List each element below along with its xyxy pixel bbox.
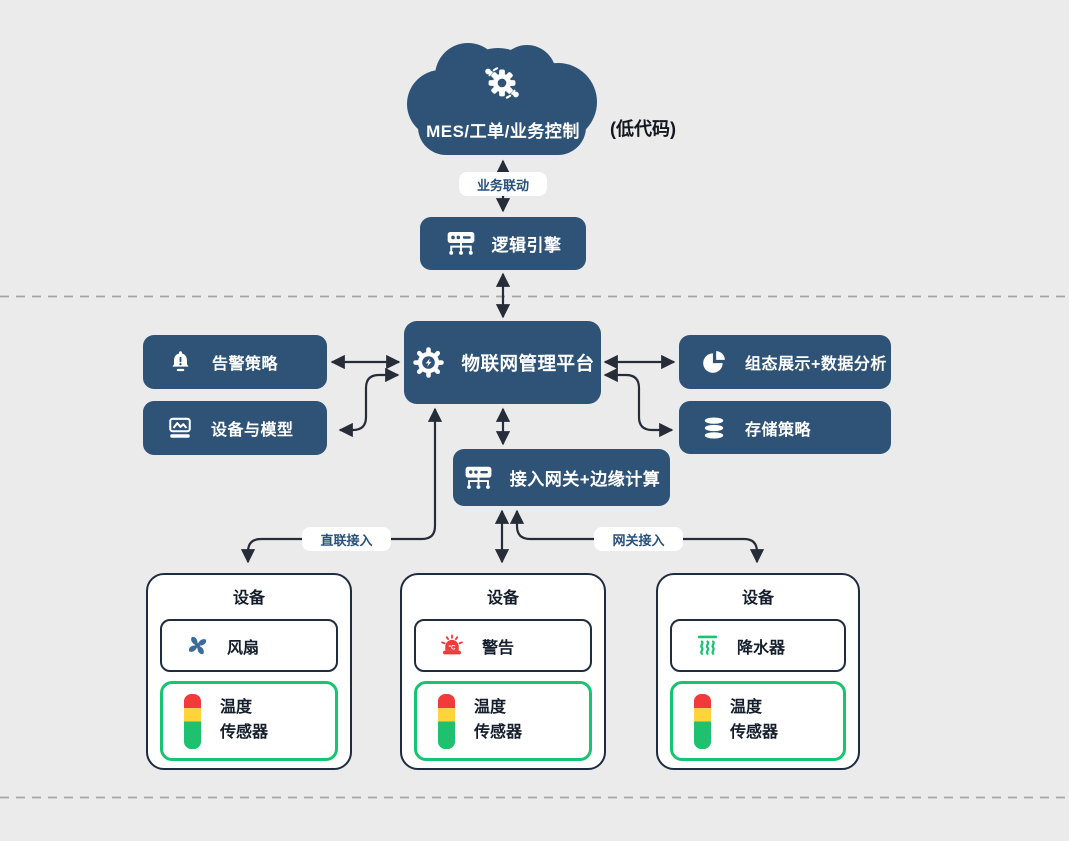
gateway-access-pill: 网关接入 — [594, 527, 683, 551]
edge-platform-storage — [603, 367, 674, 438]
alarm-policy-label: 告警策略 — [212, 356, 279, 373]
device-title: 设备 — [232, 590, 265, 607]
sensor-label: 温度 传感器 — [220, 699, 269, 741]
platform-label: 物联网管理平台 — [461, 352, 595, 374]
visualization-node: 组态展示+数据分析 — [679, 335, 891, 389]
server-flow-icon — [445, 230, 477, 257]
device-title: 设备 — [741, 590, 774, 607]
fan-icon — [184, 632, 211, 659]
sprinkler-icon — [694, 632, 721, 659]
gateway-node: 接入网关+边缘计算 — [453, 449, 670, 506]
actuator-label: 警告 — [482, 639, 515, 657]
actuator-label: 风扇 — [227, 639, 260, 657]
device-model-node: 设备与模型 — [143, 401, 327, 455]
storage-policy-label: 存储策略 — [745, 421, 812, 439]
sensor-item: 温度 传感器 — [414, 681, 592, 761]
alarm-policy-node: 告警策略 — [143, 335, 327, 389]
visualization-label: 组态展示+数据分析 — [745, 356, 887, 373]
alarm-light-icon: °C — [438, 632, 466, 659]
actuator-item-sprinkler: 降水器 — [670, 619, 846, 672]
actuator-item-fan: 风扇 — [160, 619, 338, 672]
database-icon — [701, 415, 727, 441]
image-card-icon — [167, 415, 193, 441]
cloud-label: MES/工单/业务控制 — [426, 122, 580, 141]
device-card-1: 设备 风扇 — [146, 573, 352, 770]
device-card-2: 设备 °C 警告 — [400, 573, 606, 770]
pie-chart-icon — [701, 349, 727, 375]
gear-automation-icon — [478, 58, 526, 106]
device-model-label: 设备与模型 — [211, 422, 294, 439]
sensor-item: 温度 传感器 — [670, 681, 846, 761]
storage-policy-node: 存储策略 — [679, 401, 891, 454]
bell-alert-icon — [168, 350, 193, 375]
svg-text:°C: °C — [448, 644, 456, 652]
device-title: 设备 — [486, 590, 519, 607]
tower-light-icon — [183, 693, 202, 750]
logic-engine-node: 逻辑引擎 — [420, 217, 586, 270]
tower-light-icon — [437, 693, 456, 750]
direct-access-pill: 直联接入 — [302, 527, 391, 551]
device-card-3: 设备 降水器 — [656, 573, 860, 770]
cloud-shape — [407, 43, 597, 155]
logic-engine-label: 逻辑引擎 — [491, 236, 562, 255]
sensor-item: 温度 传感器 — [160, 681, 338, 761]
sensor-label: 温度 传感器 — [474, 699, 523, 741]
chip-icon — [410, 344, 447, 381]
edge-platform-devicemodel — [338, 367, 400, 438]
sensor-label: 温度 传感器 — [730, 699, 779, 741]
actuator-item-alarm: °C 警告 — [414, 619, 592, 672]
tower-light-icon — [693, 693, 712, 750]
server-flow-icon — [463, 465, 494, 491]
low-code-note: (低代码) — [610, 119, 676, 139]
business-link-pill: 业务联动 — [459, 172, 547, 196]
platform-node: 物联网管理平台 — [404, 321, 601, 404]
actuator-label: 降水器 — [737, 639, 786, 657]
gateway-label: 接入网关+边缘计算 — [509, 470, 661, 489]
